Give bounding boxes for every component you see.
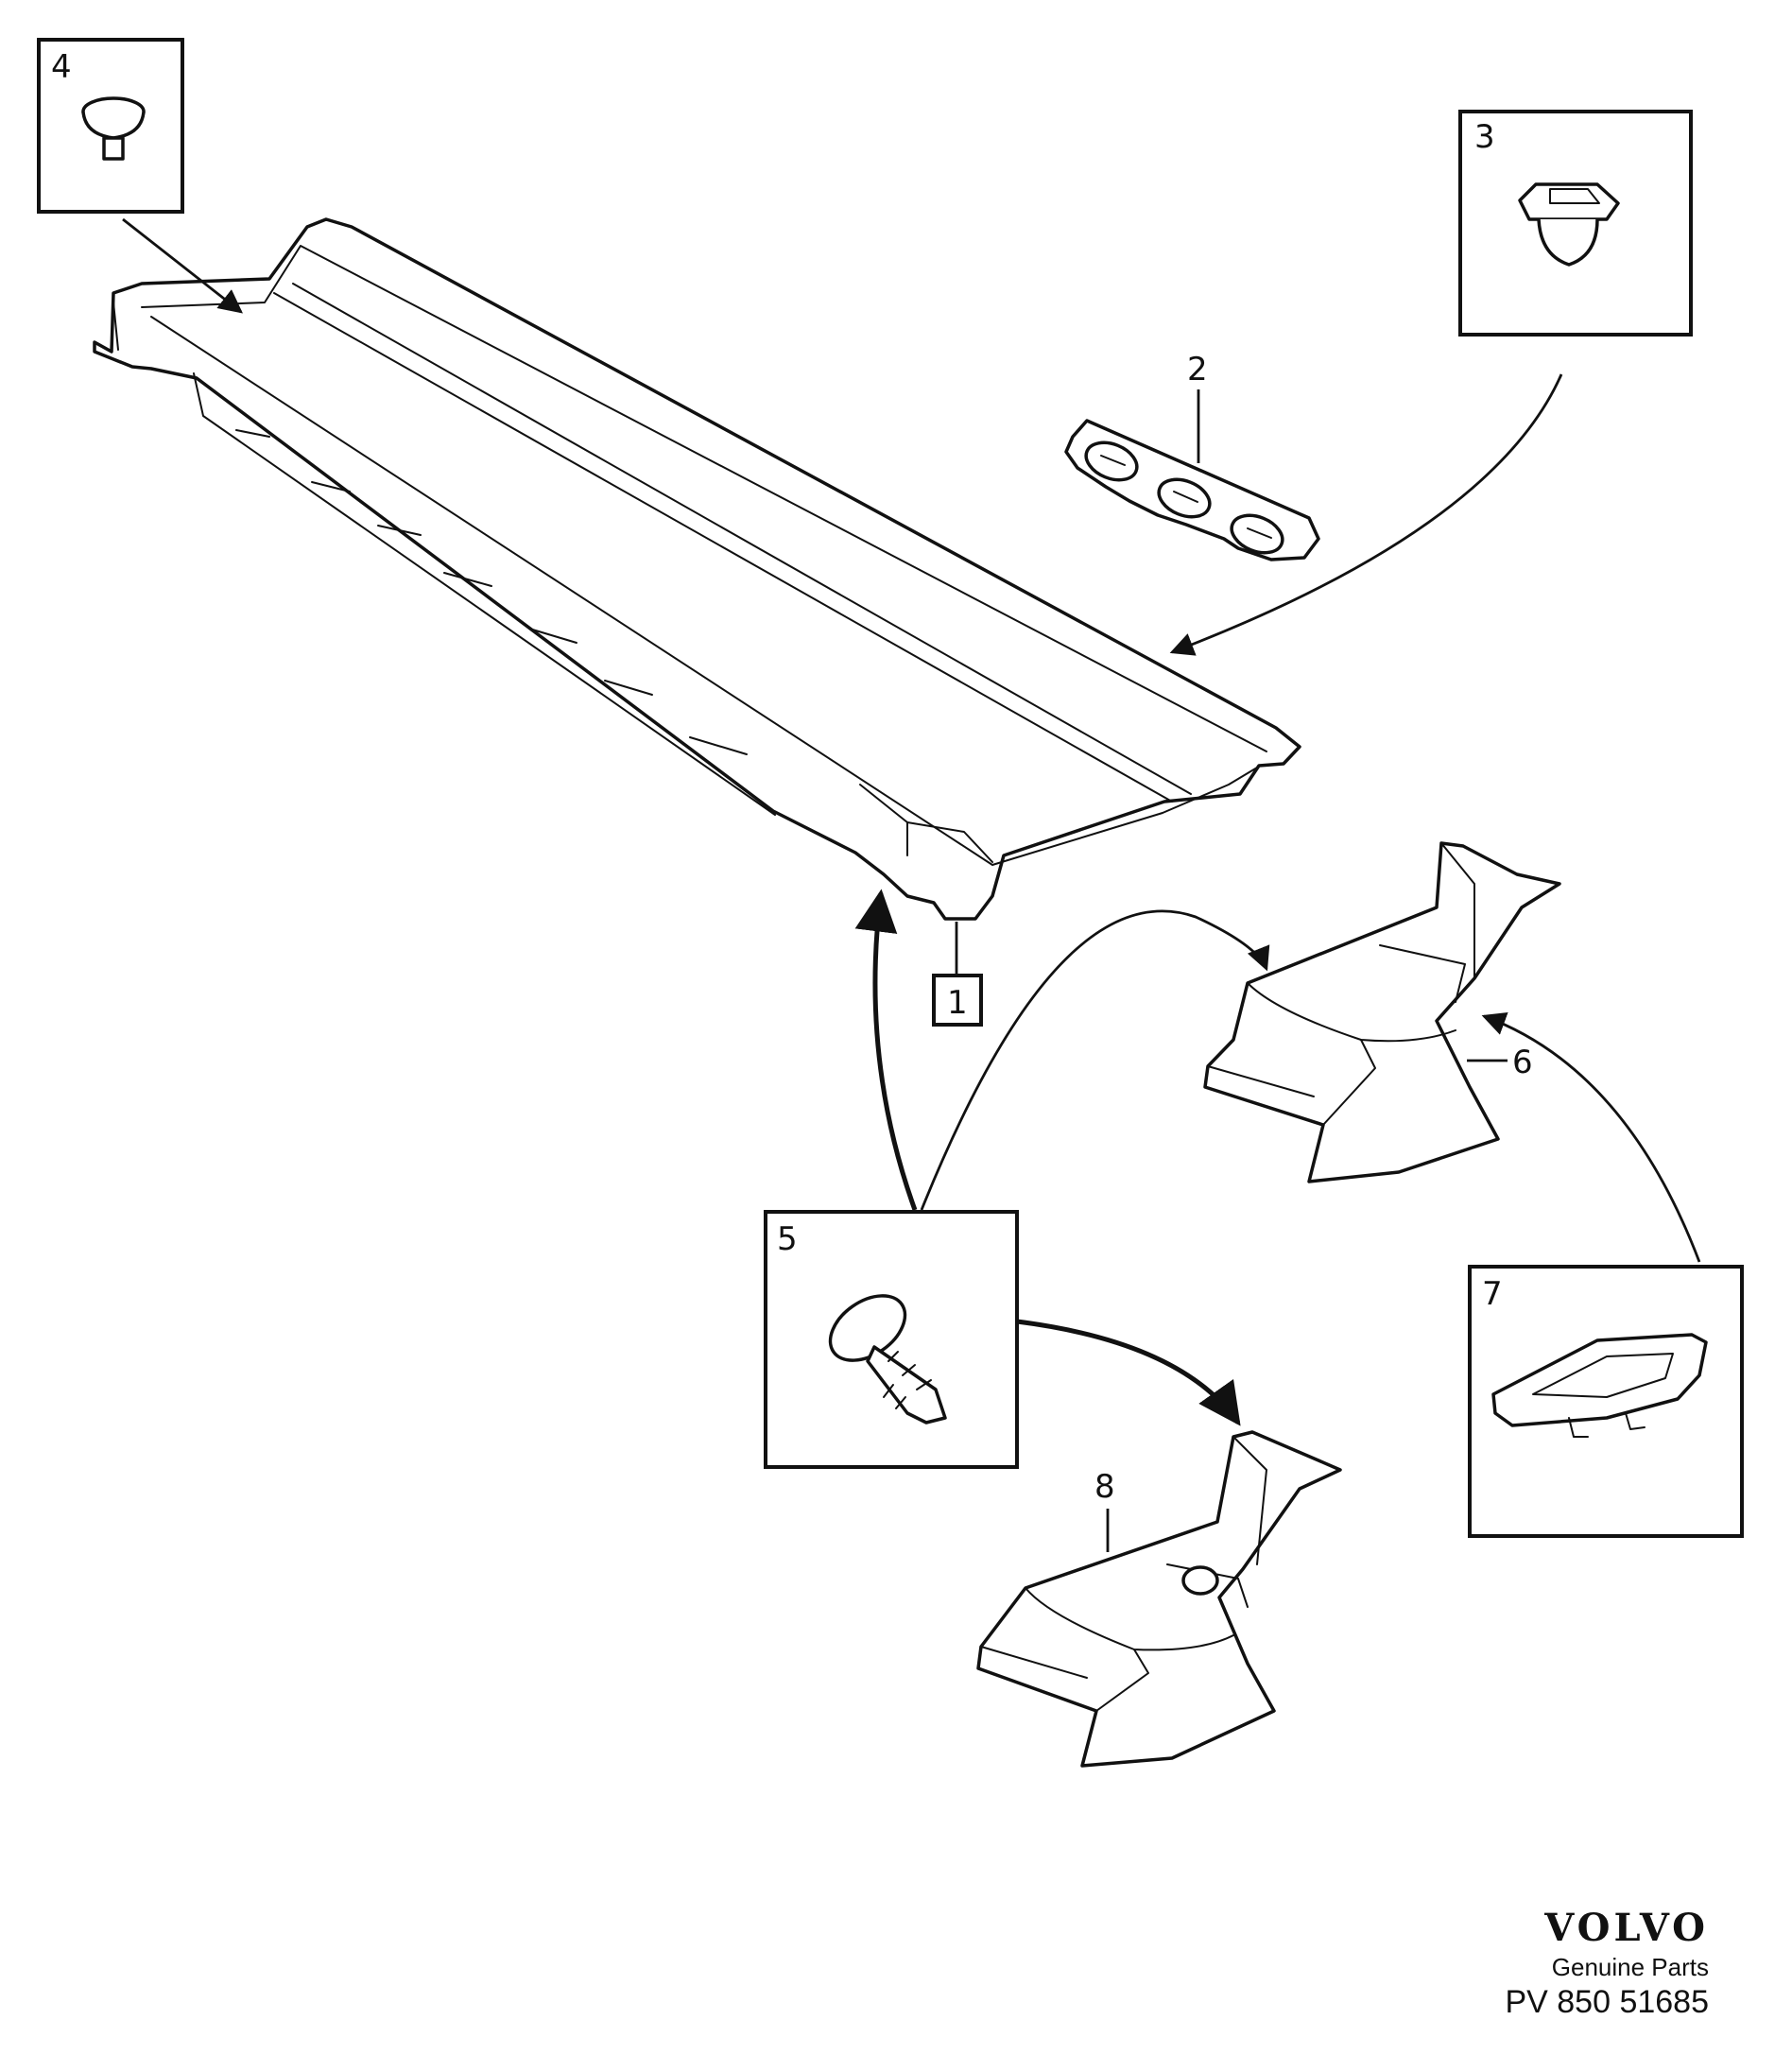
brand-block: VOLVO Genuine Parts PV 850 51685: [1425, 1906, 1709, 2021]
callout-box-1: [932, 974, 983, 1027]
callout-label-7: 7: [1482, 1275, 1503, 1313]
retainer-part-8: [976, 1430, 1342, 1768]
callout-box-5: 5: [764, 1210, 1019, 1469]
diagram-code: PV 850 51685: [1505, 1984, 1709, 2020]
volvo-logo: VOLVO: [1544, 1906, 1709, 1950]
leader-4: [122, 217, 243, 314]
connector-5-to-8: [1016, 1319, 1241, 1426]
callout-label-8: 8: [1094, 1468, 1115, 1506]
callout-box-3: 3: [1458, 110, 1693, 337]
connector-5-to-6: [920, 909, 1270, 1211]
callout-box-4: 4: [37, 38, 184, 214]
callout-label-2: 2: [1187, 351, 1208, 388]
brand-tagline: Genuine Parts: [1551, 1953, 1709, 1981]
retainer-part-6: [1203, 841, 1561, 1183]
connector-5-to-1: [854, 889, 918, 1211]
callout-label-1: 1: [947, 984, 968, 1022]
callout-label-5: 5: [777, 1220, 798, 1258]
trim-panel-part-1: [93, 217, 1301, 921]
connector-7-to-6: [1481, 1011, 1701, 1263]
callout-label-6: 6: [1512, 1044, 1533, 1081]
leader-3: [1169, 373, 1563, 656]
callout-box-7: 7: [1468, 1265, 1744, 1538]
callout-label-3: 3: [1474, 118, 1495, 156]
callout-label-4: 4: [51, 48, 72, 86]
grommet-strip-part-2: [1064, 419, 1320, 561]
